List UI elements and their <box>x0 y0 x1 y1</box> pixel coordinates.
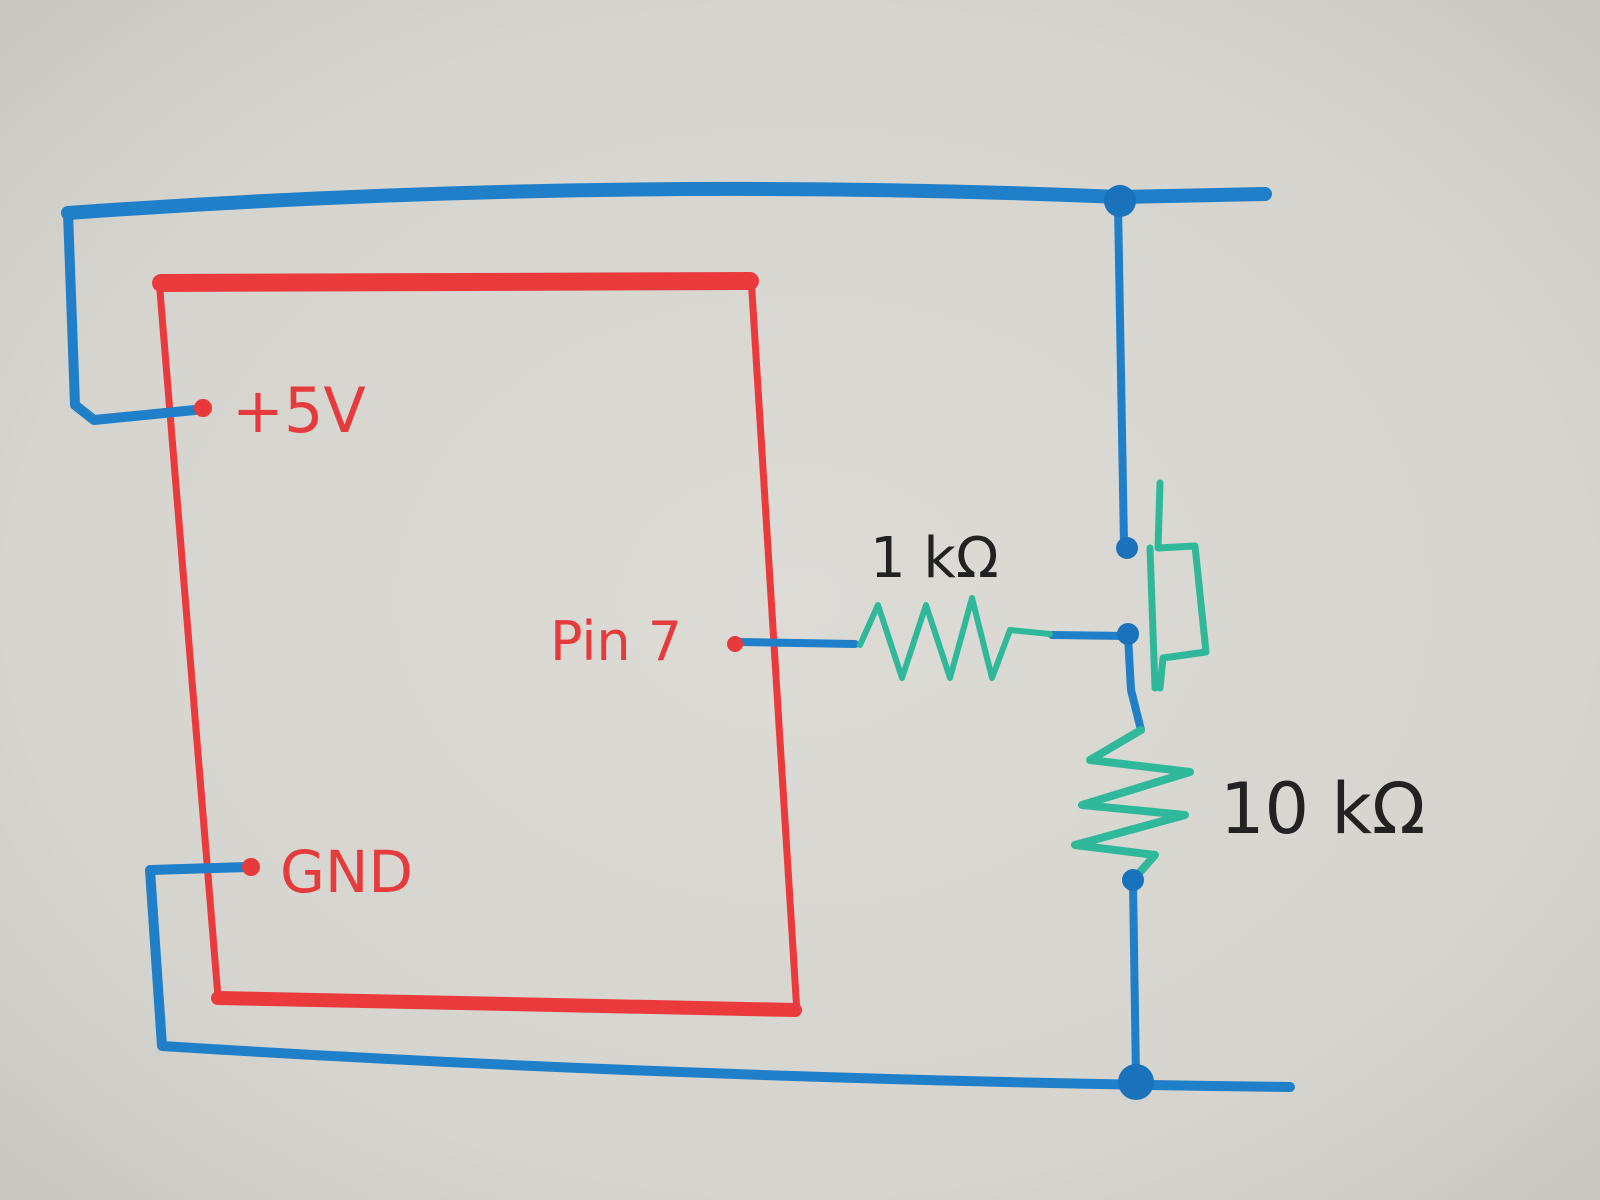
resistor-10k-label: 10 kΩ <box>1220 768 1425 850</box>
supply-pin-node <box>194 399 212 417</box>
microcontroller-bottom-edge <box>211 991 802 1017</box>
bottom-junction-node <box>1118 1064 1154 1100</box>
ground-wire <box>145 862 1295 1092</box>
resistor-1k-label: 1 kΩ <box>870 526 999 591</box>
pin7-wire <box>734 638 859 648</box>
supply-label: +5V <box>232 374 366 447</box>
node-wire <box>1048 631 1131 640</box>
supply-rail-wire <box>63 208 200 425</box>
middle-node <box>1117 623 1139 645</box>
transistor-collector-node <box>1116 537 1138 559</box>
top-junction-node <box>1104 185 1136 217</box>
resistor-1k <box>857 595 1053 681</box>
pin7-node <box>727 636 743 652</box>
top-rail <box>61 181 1272 220</box>
pin-label: Pin 7 <box>550 610 682 673</box>
microcontroller-top-edge <box>152 272 759 292</box>
ground-label: GND <box>280 838 413 906</box>
transistor-symbol <box>1154 479 1210 692</box>
transistor-base <box>1146 544 1159 692</box>
resistor-10k <box>1071 726 1194 884</box>
resistor-10k-bottom-node <box>1122 869 1144 891</box>
right-ground-wire <box>1129 879 1140 1082</box>
ground-pin-node <box>242 858 260 876</box>
right-supply-wire <box>1114 201 1128 549</box>
node-down-wire <box>1124 632 1145 734</box>
